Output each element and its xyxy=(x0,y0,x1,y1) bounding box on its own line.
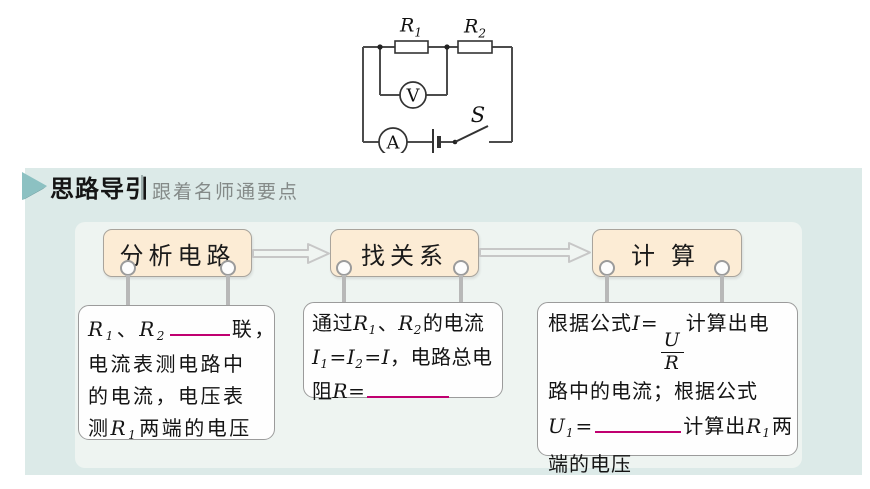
circuit-wires-drawing xyxy=(362,40,513,157)
variable: R xyxy=(746,413,763,438)
connector-pin xyxy=(453,260,469,276)
connector-stem xyxy=(605,275,609,303)
callout-line: 阻R= xyxy=(312,376,494,407)
text-run: 、 xyxy=(116,317,140,341)
section-subtitle: 跟着名师通要点 xyxy=(152,181,300,203)
text-run: 计算出 xyxy=(683,413,747,438)
text-run: 的电流 xyxy=(422,311,485,335)
variable: R xyxy=(398,311,414,335)
resistor-r1-label: R1 xyxy=(400,14,422,40)
header-divider xyxy=(141,175,143,200)
text-run: 两端的电压 xyxy=(139,416,252,440)
variable: I xyxy=(312,345,321,369)
text-run: = xyxy=(364,345,382,369)
subscript: 1 xyxy=(368,323,377,337)
fill-in-blank xyxy=(595,417,682,433)
callout-line: 路中的电流；根据公式 xyxy=(548,374,787,409)
flow-step-calculate: 计算 xyxy=(592,229,742,277)
text-run: 测 xyxy=(88,416,111,440)
connector-pin xyxy=(120,260,136,276)
voltmeter-label: V xyxy=(406,85,420,107)
variable: I xyxy=(381,345,391,369)
callout-line: I1=I2=I，电路总电 xyxy=(312,342,494,376)
callout-line: 测R1两端的电压 xyxy=(88,412,265,447)
subscript: 2 xyxy=(355,357,364,371)
text-run: 联， xyxy=(231,317,277,341)
text-run: = xyxy=(640,311,659,335)
connector-stem xyxy=(342,275,346,303)
fraction-numerator: U xyxy=(660,330,684,353)
connector-stem xyxy=(126,275,130,306)
connector-pin xyxy=(336,260,352,276)
variable: R xyxy=(332,379,349,403)
flow-arrow-2-icon xyxy=(479,242,591,263)
connector-stem xyxy=(459,275,463,303)
variable: R xyxy=(110,416,129,440)
text-run: 的电流，电压表 xyxy=(88,384,246,408)
switch-label: S xyxy=(470,103,486,127)
resistor-r1 xyxy=(394,40,429,54)
resistor-r2 xyxy=(457,40,493,54)
variable: R xyxy=(353,311,369,335)
callout-line: 的电流，电压表 xyxy=(88,380,265,412)
text-run: = xyxy=(348,379,366,403)
subscript: 2 xyxy=(413,323,422,337)
text-run: 计算出电 xyxy=(685,311,770,335)
text-run: 阻 xyxy=(312,379,333,403)
text-run: 、 xyxy=(377,311,399,335)
connector-pin xyxy=(714,260,730,276)
fill-in-blank xyxy=(169,320,230,336)
junction-dot-right xyxy=(444,44,450,50)
callout-line: 端的电压 xyxy=(548,447,787,482)
text-run: 路中的电流；根据公式 xyxy=(548,378,758,403)
connector-stem xyxy=(720,275,724,303)
resistor-r2-label: R2 xyxy=(464,15,486,41)
fraction-denominator: R xyxy=(664,351,680,374)
callout-line: U1=计算出R1两 xyxy=(548,409,792,447)
section-title: 思路导引 xyxy=(50,176,150,203)
play-triangle-icon xyxy=(22,172,47,200)
text-run: 通过 xyxy=(312,311,353,335)
text-run: 电流表测电路中 xyxy=(88,352,246,376)
flow-arrow-1-icon xyxy=(252,243,330,264)
subscript: 2 xyxy=(156,329,167,343)
connector-pin xyxy=(220,260,236,276)
variable: U xyxy=(548,413,566,438)
subscript: 1 xyxy=(320,357,329,371)
junction-dot-left xyxy=(377,44,383,50)
circuit-diagram: R1 R2 V A S xyxy=(355,14,525,157)
subscript: 1 xyxy=(105,329,116,343)
subscript: 1 xyxy=(128,428,139,442)
text-run: = xyxy=(329,345,347,369)
text-run: 根据公式 xyxy=(548,311,632,335)
variable: R xyxy=(139,317,157,341)
variable: R xyxy=(88,317,106,341)
callout-line: 通过R1、R2的电流 xyxy=(312,308,494,342)
voltmeter-circle xyxy=(399,81,427,109)
ammeter-label: A xyxy=(386,132,400,154)
subscript: 1 xyxy=(762,425,771,440)
fill-in-blank xyxy=(367,382,450,398)
switch-blade xyxy=(454,125,489,143)
connector-pin xyxy=(599,260,615,276)
text-run: 两 xyxy=(771,413,793,438)
variable: I xyxy=(346,345,356,369)
subscript: 1 xyxy=(565,425,575,440)
variable: I xyxy=(632,311,641,335)
text-run: 端的电压 xyxy=(548,451,632,476)
text-run: = xyxy=(575,413,594,438)
connector-stem xyxy=(226,275,230,306)
text-run: ，电路总电 xyxy=(390,345,493,369)
callout-line: 电流表测电路中 xyxy=(88,348,265,380)
